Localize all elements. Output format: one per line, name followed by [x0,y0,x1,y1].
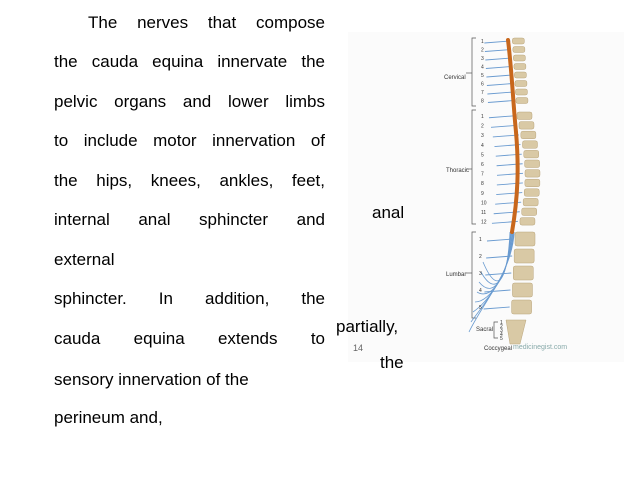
paragraph-line-7: external [54,250,115,269]
floating-word-partially: partially, [336,317,399,336]
lumbar-number-5: 5 [479,305,482,311]
paragraph-line-8: sphincter. In addition, the [54,289,325,308]
paragraph-line-1: The nerves that compose [88,13,325,32]
vertebra-12 [522,140,538,149]
cauda-equina-strand-8 [468,231,515,333]
nerve-root-8 [487,100,514,103]
lumbar-number-4: 4 [479,288,482,294]
lumbar-number-1: 1 [479,237,482,243]
nerve-roots [468,40,524,333]
vertebra-7 [515,88,528,96]
cervical-number-5: 5 [481,73,484,79]
thoracic-number-4: 4 [481,143,484,149]
paragraph-line-9: cauda equina extends to [54,329,325,348]
nerve-root-6 [486,83,513,86]
lumbar-number-3: 3 [479,271,482,277]
sacral-number-2: 2 [500,324,503,330]
label-lumbar: Lumbar [446,272,466,278]
nerve-root-1 [484,40,511,44]
thoracic-number-1: 1 [481,114,484,120]
cervical-number-4: 4 [481,65,484,71]
vertebra-20 [519,217,536,226]
label-cervical: Cervical [444,75,466,81]
sacral-number-3: 3 [500,328,503,334]
watermark: medicinegist.com [513,344,567,351]
vertebra-6 [514,80,528,87]
vertebra-2 [512,46,526,53]
paragraph-line-3: pelvic organs and lower limbs [54,92,325,111]
vertebra-25 [511,299,532,315]
paragraph-line-4: to include motor innervation of [54,131,325,150]
nerve-root-24 [484,289,511,293]
cervical-number-1: 1 [481,39,484,45]
vertebra-18 [522,198,539,207]
sacrum [505,319,527,345]
label-thoracic: Thoracic [446,168,469,174]
vertebrae [505,37,541,345]
page-number: 14 [353,343,364,353]
vertebra-23 [513,265,534,281]
vertebra-17 [523,188,540,197]
paragraph-line-6: internal anal sphincter and [54,210,325,229]
thoracic-number-9: 9 [481,191,484,197]
thoracic-number-3: 3 [481,133,484,139]
nerve-root-4 [485,66,512,69]
vertebra-19 [521,207,537,216]
floating-word-the: the [380,353,404,372]
vertebra-24 [512,282,533,298]
thoracic-number-5: 5 [481,152,484,158]
spine-illustration: Cervical Thoracic Lumbar Sacral Coccygea… [444,37,567,352]
nerve-root-7 [487,91,514,95]
thoracic-number-7: 7 [481,172,484,178]
vertebra-15 [524,169,541,178]
vertebra-16 [524,178,541,187]
spine-figure: Cervical Thoracic Lumbar Sacral Coccygea… [348,32,624,362]
thoracic-number-10: 10 [481,200,487,206]
paragraph-line-5: the hips, knees, ankles, feet, [54,171,325,190]
cervical-number-3: 3 [481,56,484,62]
vertebra-3 [513,54,526,62]
vertebra-8 [515,97,529,104]
paragraph-line-2: the cauda equina innervate the [54,52,325,71]
vertebra-14 [524,159,540,168]
thoracic-number-2: 2 [481,124,484,130]
thoracic-number-11: 11 [481,210,486,216]
cauda-equina-strand-4 [476,231,513,295]
vertebra-11 [520,130,537,139]
vertebra-10 [518,121,535,130]
vertebra-22 [513,248,535,264]
thoracic-number-6: 6 [481,162,484,168]
spinal-cord [506,38,520,234]
cervical-number-8: 8 [481,99,484,105]
cervical-number-6: 6 [481,82,484,88]
nerve-root-9 [488,115,516,119]
sacral-number-4: 4 [500,332,503,338]
sacral-number-1: 1 [500,320,503,326]
label-coccygeal: Coccygeal [484,346,512,352]
floating-word-anal: anal [372,203,405,222]
nerve-root-10 [490,124,518,128]
nerve-root-25 [483,306,510,310]
label-sacral: Sacral [476,327,493,333]
nerve-root-21 [486,238,514,242]
thoracic-number-12: 12 [481,220,487,226]
vertebra-21 [514,231,536,247]
lumbar-number-2: 2 [479,254,482,260]
paragraph-line-11: perineum and, [54,408,163,427]
vertebra-9 [516,111,533,120]
sacral-number-5: 5 [500,336,503,342]
thoracic-number-8: 8 [481,181,484,187]
paragraph-line-10: sensory innervation of the [54,370,249,389]
nerve-root-3 [485,57,512,61]
vertebra-1 [512,37,525,45]
vertebra-13 [523,150,540,159]
cervical-number-7: 7 [481,90,484,96]
vertebra-4 [513,63,527,70]
nerve-root-2 [484,49,511,52]
vertebra-5 [514,71,527,79]
cervical-number-2: 2 [481,48,484,54]
nerve-root-5 [486,74,513,78]
